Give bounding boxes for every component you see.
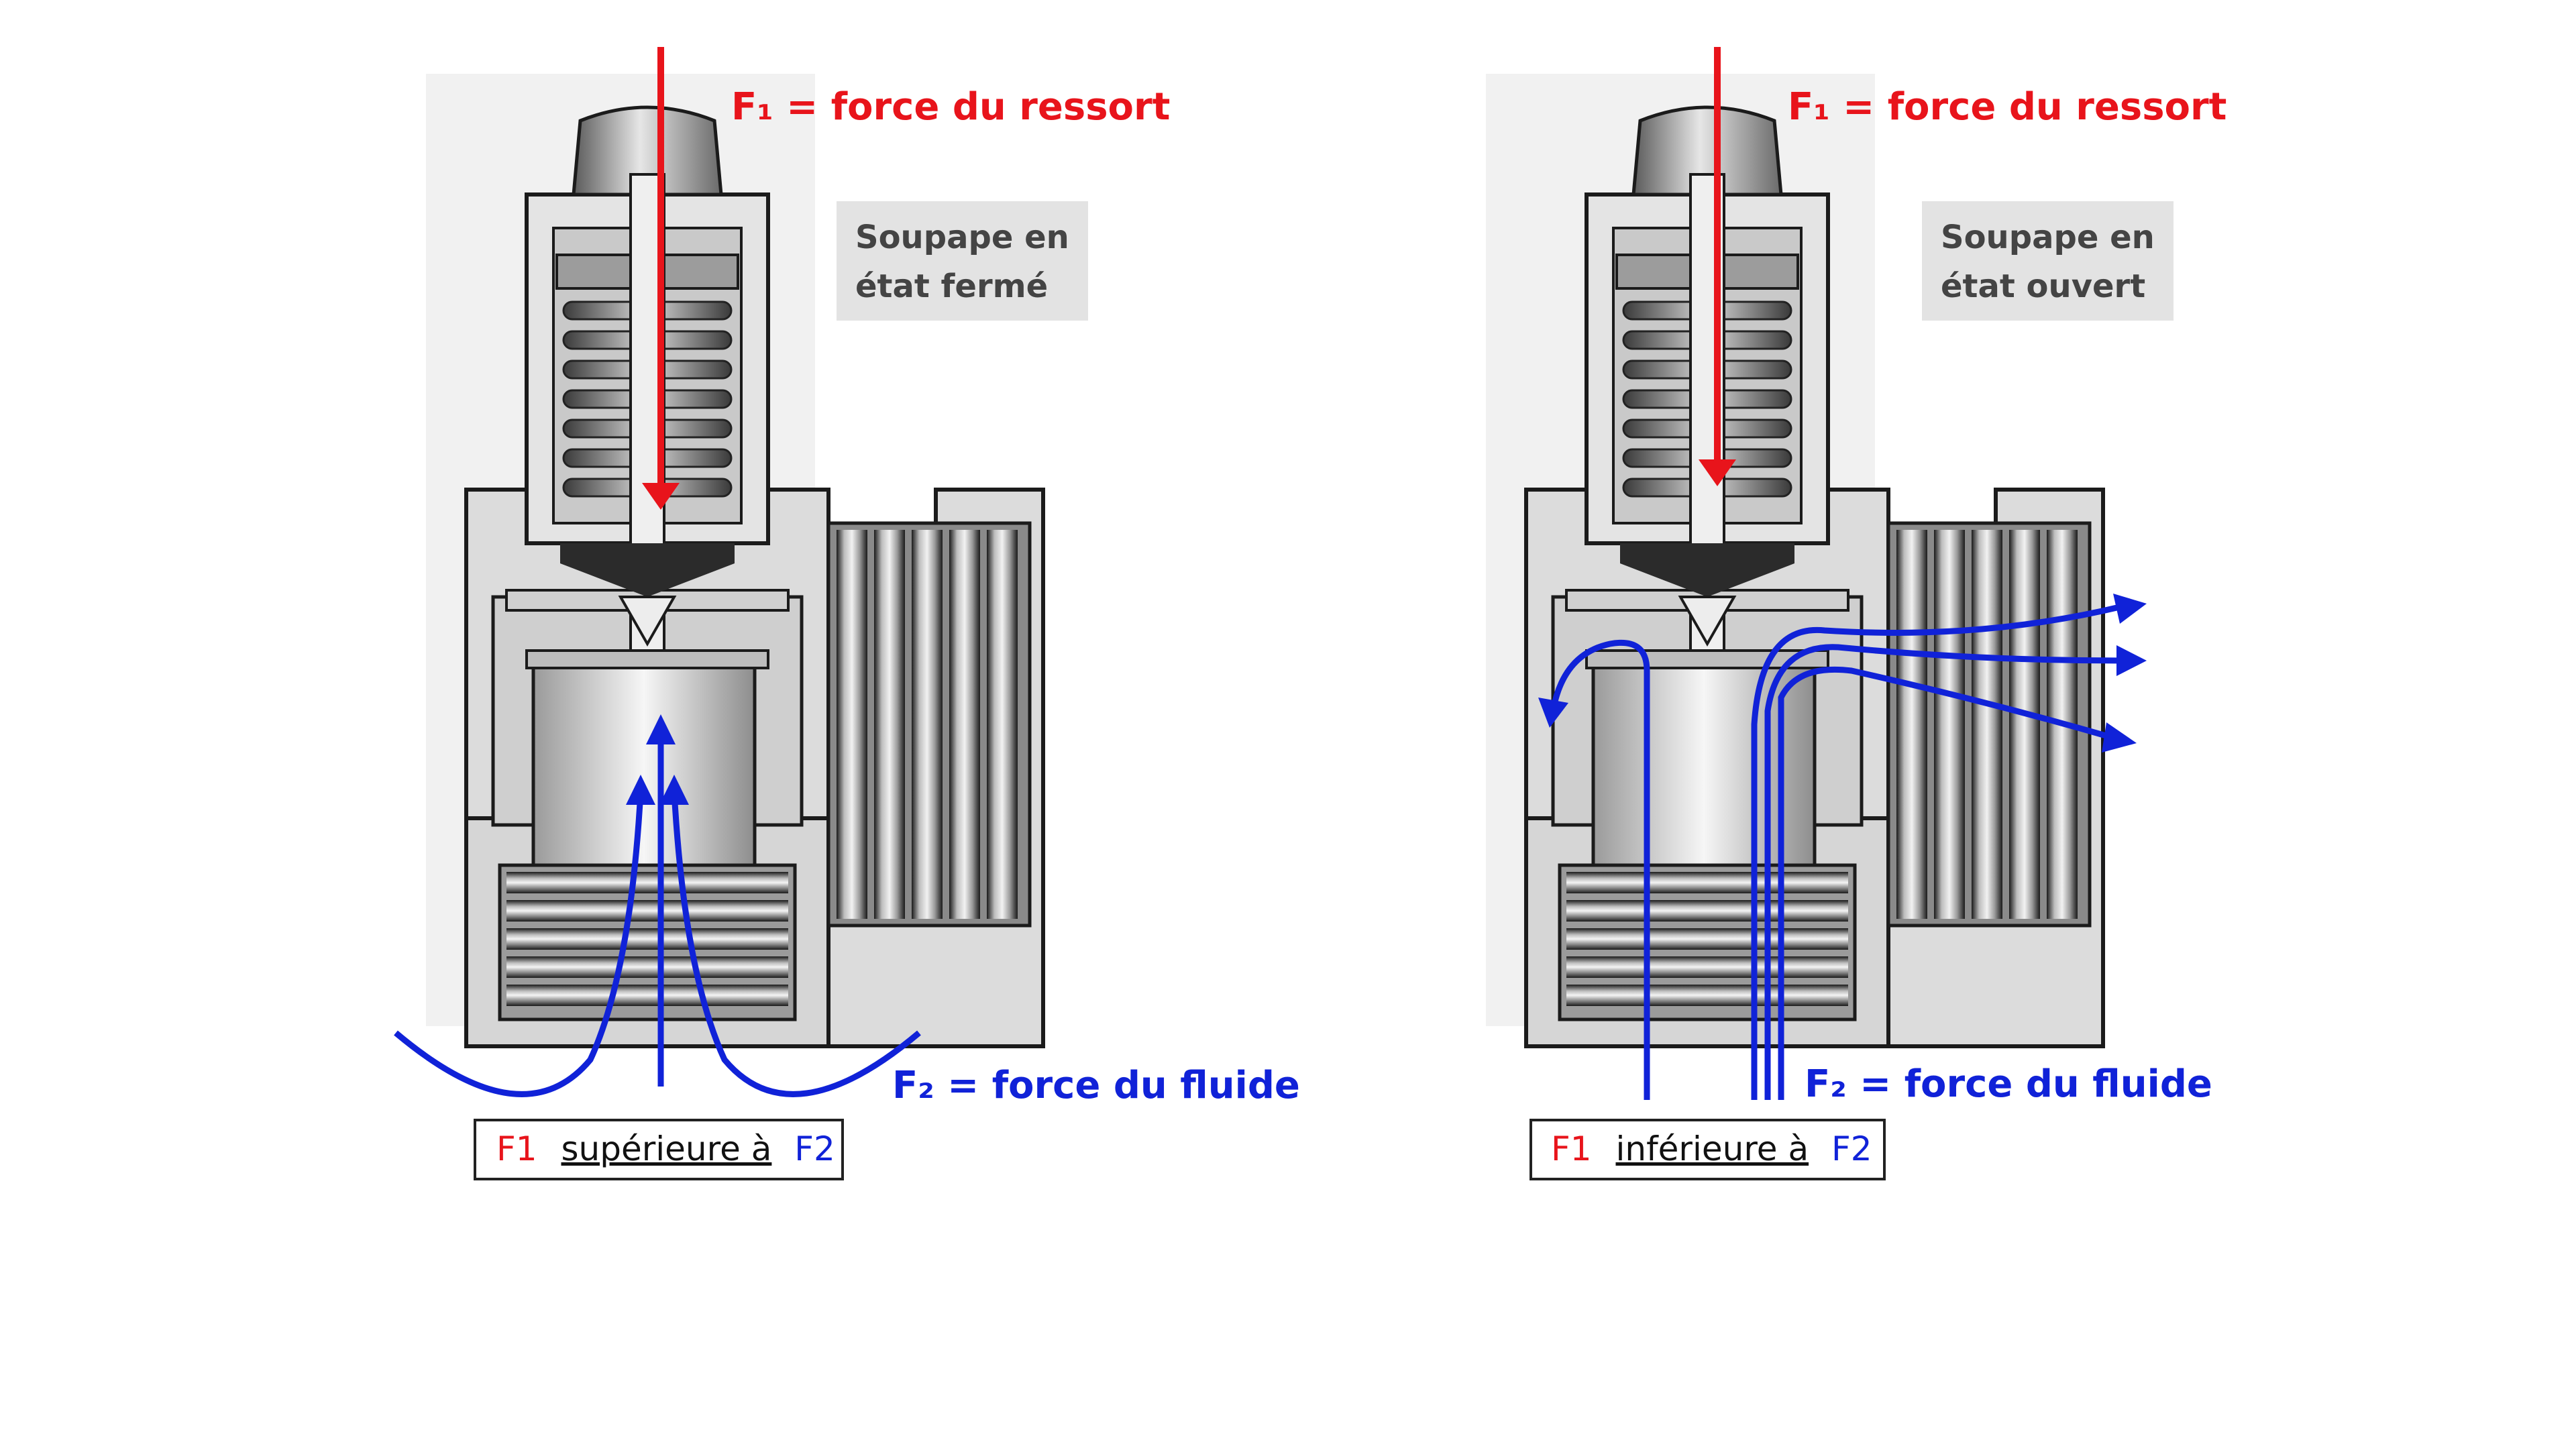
right-compare-f2: F2 — [1831, 1129, 1872, 1168]
right-compare-relation: inférieure à — [1615, 1129, 1809, 1168]
left-compare-box — [474, 1119, 844, 1180]
right-fluid-arrowheads — [1538, 594, 2147, 753]
right-state-box — [1922, 201, 2174, 321]
left-state-box — [837, 201, 1088, 321]
right-fluid-force-label: F₂ = force du fluide — [1805, 1062, 2212, 1106]
right-compare-box — [1529, 1119, 1886, 1180]
left-spring-force-label: F₁ = force du ressort — [731, 85, 1170, 129]
left-compare-text: F1 supérieure à F2 — [496, 1129, 835, 1168]
right-compare-text: F1 inférieure à F2 — [1551, 1129, 1872, 1168]
right-spring-force-label: F₁ = force du ressort — [1788, 85, 2226, 129]
right-compare-f1: F1 — [1551, 1129, 1592, 1168]
left-state-line1: Soupape en — [855, 219, 1069, 256]
right-fluid-arrows — [1550, 604, 2124, 1100]
left-fluid-force-label: F₂ = force du fluide — [892, 1064, 1300, 1107]
left-fluid-arrowheads — [626, 714, 689, 805]
left-state-line2: état fermé — [855, 268, 1048, 305]
right-state-line2: état ouvert — [1941, 268, 2145, 305]
left-compare-f2: F2 — [794, 1129, 835, 1168]
right-state-line1: Soupape en — [1941, 219, 2155, 256]
left-fluid-arrows — [394, 731, 921, 1097]
left-valve: F₁ = force du ressort Soupape en état fe… — [394, 47, 1300, 1180]
right-valve: F₁ = force du ressort Soupape en état ou… — [1486, 47, 2226, 1180]
left-compare-f1: F1 — [496, 1129, 537, 1168]
left-compare-relation: supérieure à — [561, 1129, 771, 1168]
